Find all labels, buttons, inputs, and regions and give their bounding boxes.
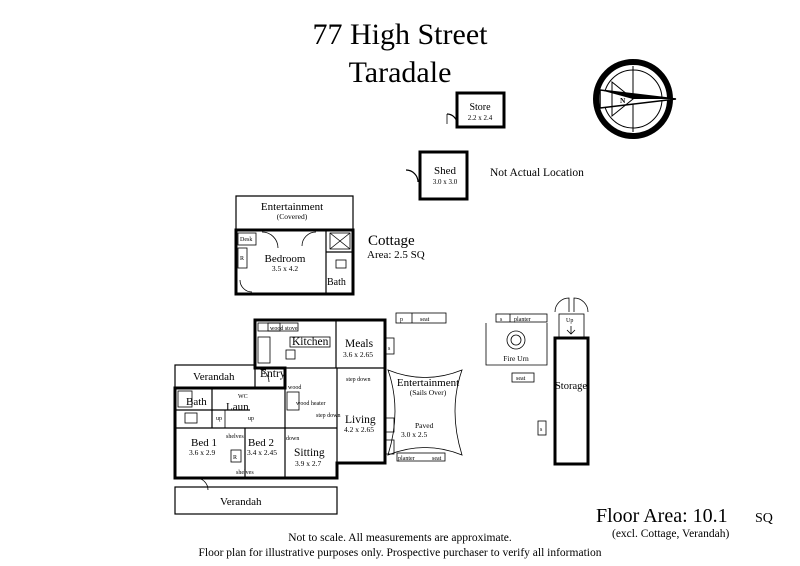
store-label: Store xyxy=(469,102,491,113)
floor-area-value: Floor Area: 10.1 xyxy=(596,505,728,527)
laundry-label: Laun xyxy=(226,401,249,413)
meals-dims: 3.6 x 2.65 xyxy=(343,350,373,359)
cottage-bedroom-dims: 3.5 x 4.2 xyxy=(272,264,299,273)
storage-up-label: Up xyxy=(566,318,573,324)
cottage-area: Area: 2.5 SQ xyxy=(367,249,425,261)
verandah-top-label: Verandah xyxy=(193,371,235,383)
outdoor-sails-label: (Sails Over) xyxy=(410,388,447,397)
fire-urn-label: Fire Urn xyxy=(503,354,529,363)
kitchen-label: Kitchen xyxy=(292,336,329,348)
store-building: Store 2.2 x 2.4 xyxy=(446,91,506,129)
storage-planter-label: planter xyxy=(514,317,531,323)
bed1-dims: 3.6 x 2.9 xyxy=(189,448,216,457)
main-house: wood stove Kitchen Meals 3.6 x 2.65 Vera… xyxy=(173,318,387,515)
cottage-building: Entertainment (Covered) Bath Desk R Bedr… xyxy=(234,195,355,296)
shelves-label-top: shelves xyxy=(226,434,244,440)
outdoor-seat-top-label: seat xyxy=(420,317,430,323)
down-label: down xyxy=(286,436,299,442)
sitting-dims: 3.9 x 2.7 xyxy=(295,459,322,468)
shed-building: Shed 3.0 x 3.0 xyxy=(405,150,469,201)
shed-dims: 3.0 x 3.0 xyxy=(433,178,458,186)
cottage-entertainment-sub: (Covered) xyxy=(277,212,308,221)
step-down-label-right: step down xyxy=(346,377,371,383)
wood-stove-label: wood stove xyxy=(270,326,298,332)
floor-area-note: (excl. Cottage, Verandah) xyxy=(612,528,729,540)
title-address: 77 High Street xyxy=(313,18,489,51)
up-label-left: up xyxy=(216,416,222,422)
cottage-bedroom-label: Bedroom xyxy=(265,253,306,265)
storage-s-label: s xyxy=(500,317,503,323)
storage-seat-label: seat xyxy=(516,376,526,382)
outdoor-seat-label: seat xyxy=(432,456,442,462)
bed2-label: Bed 2 xyxy=(248,437,274,449)
shed-label: Shed xyxy=(434,165,457,177)
wood-label: wood xyxy=(288,385,301,391)
outdoor-entertainment: p seat s Entertainment (Sails Over) Pave… xyxy=(385,312,463,462)
verandah-bottom-label: Verandah xyxy=(220,496,262,508)
bed2-dims: 3.4 x 2.45 xyxy=(247,448,277,457)
bed1-label: Bed 1 xyxy=(191,437,217,449)
sitting-label: Sitting xyxy=(294,447,325,459)
storage-s-label-2: s xyxy=(540,427,543,433)
compass-icon: N xyxy=(593,59,677,139)
robe-label: R xyxy=(233,455,237,461)
bath-label: Bath xyxy=(186,396,207,408)
living-label: Living xyxy=(345,414,376,426)
disclaimer-line2: Floor plan for illustrative purposes onl… xyxy=(199,547,602,559)
cottage-title: Cottage xyxy=(368,233,415,249)
storage-label: Storage xyxy=(555,381,587,392)
cottage-entertainment-label: Entertainment xyxy=(261,201,323,213)
outdoor-p-label: p xyxy=(400,317,403,323)
shelves-label-bottom: shelves xyxy=(236,470,254,476)
wc-label: WC xyxy=(238,394,248,400)
cottage-desk-label: Desk xyxy=(240,237,252,243)
floor-area-unit: SQ xyxy=(755,511,773,526)
storage-area: Storage Up s planter Fire Urn seat s xyxy=(485,297,590,466)
meals-label: Meals xyxy=(345,338,374,350)
outdoor-entertainment-label: Entertainment xyxy=(397,377,459,389)
entry-label: Entry xyxy=(260,368,286,380)
disclaimer-line1: Not to scale. All measurements are appro… xyxy=(288,532,512,544)
step-down-label-left: step down xyxy=(316,413,341,419)
store-dims: 2.2 x 2.4 xyxy=(468,114,493,122)
paved-label: Paved xyxy=(415,421,434,430)
wood-heater-label: wood heater xyxy=(296,401,326,407)
compass-north-label: N xyxy=(620,96,626,105)
title-suburb: Taradale xyxy=(349,56,452,89)
cottage-bath-label: Bath xyxy=(327,277,346,288)
living-dims: 4.2 x 2.65 xyxy=(344,425,374,434)
paved-dims: 3.0 x 2.5 xyxy=(401,430,428,439)
outdoor-s-label: s xyxy=(388,346,391,352)
not-actual-location-note: Not Actual Location xyxy=(490,167,584,179)
cottage-robe-label: R xyxy=(240,256,244,262)
up-label-right: up xyxy=(248,416,254,422)
outdoor-planter-label: planter xyxy=(398,456,415,462)
